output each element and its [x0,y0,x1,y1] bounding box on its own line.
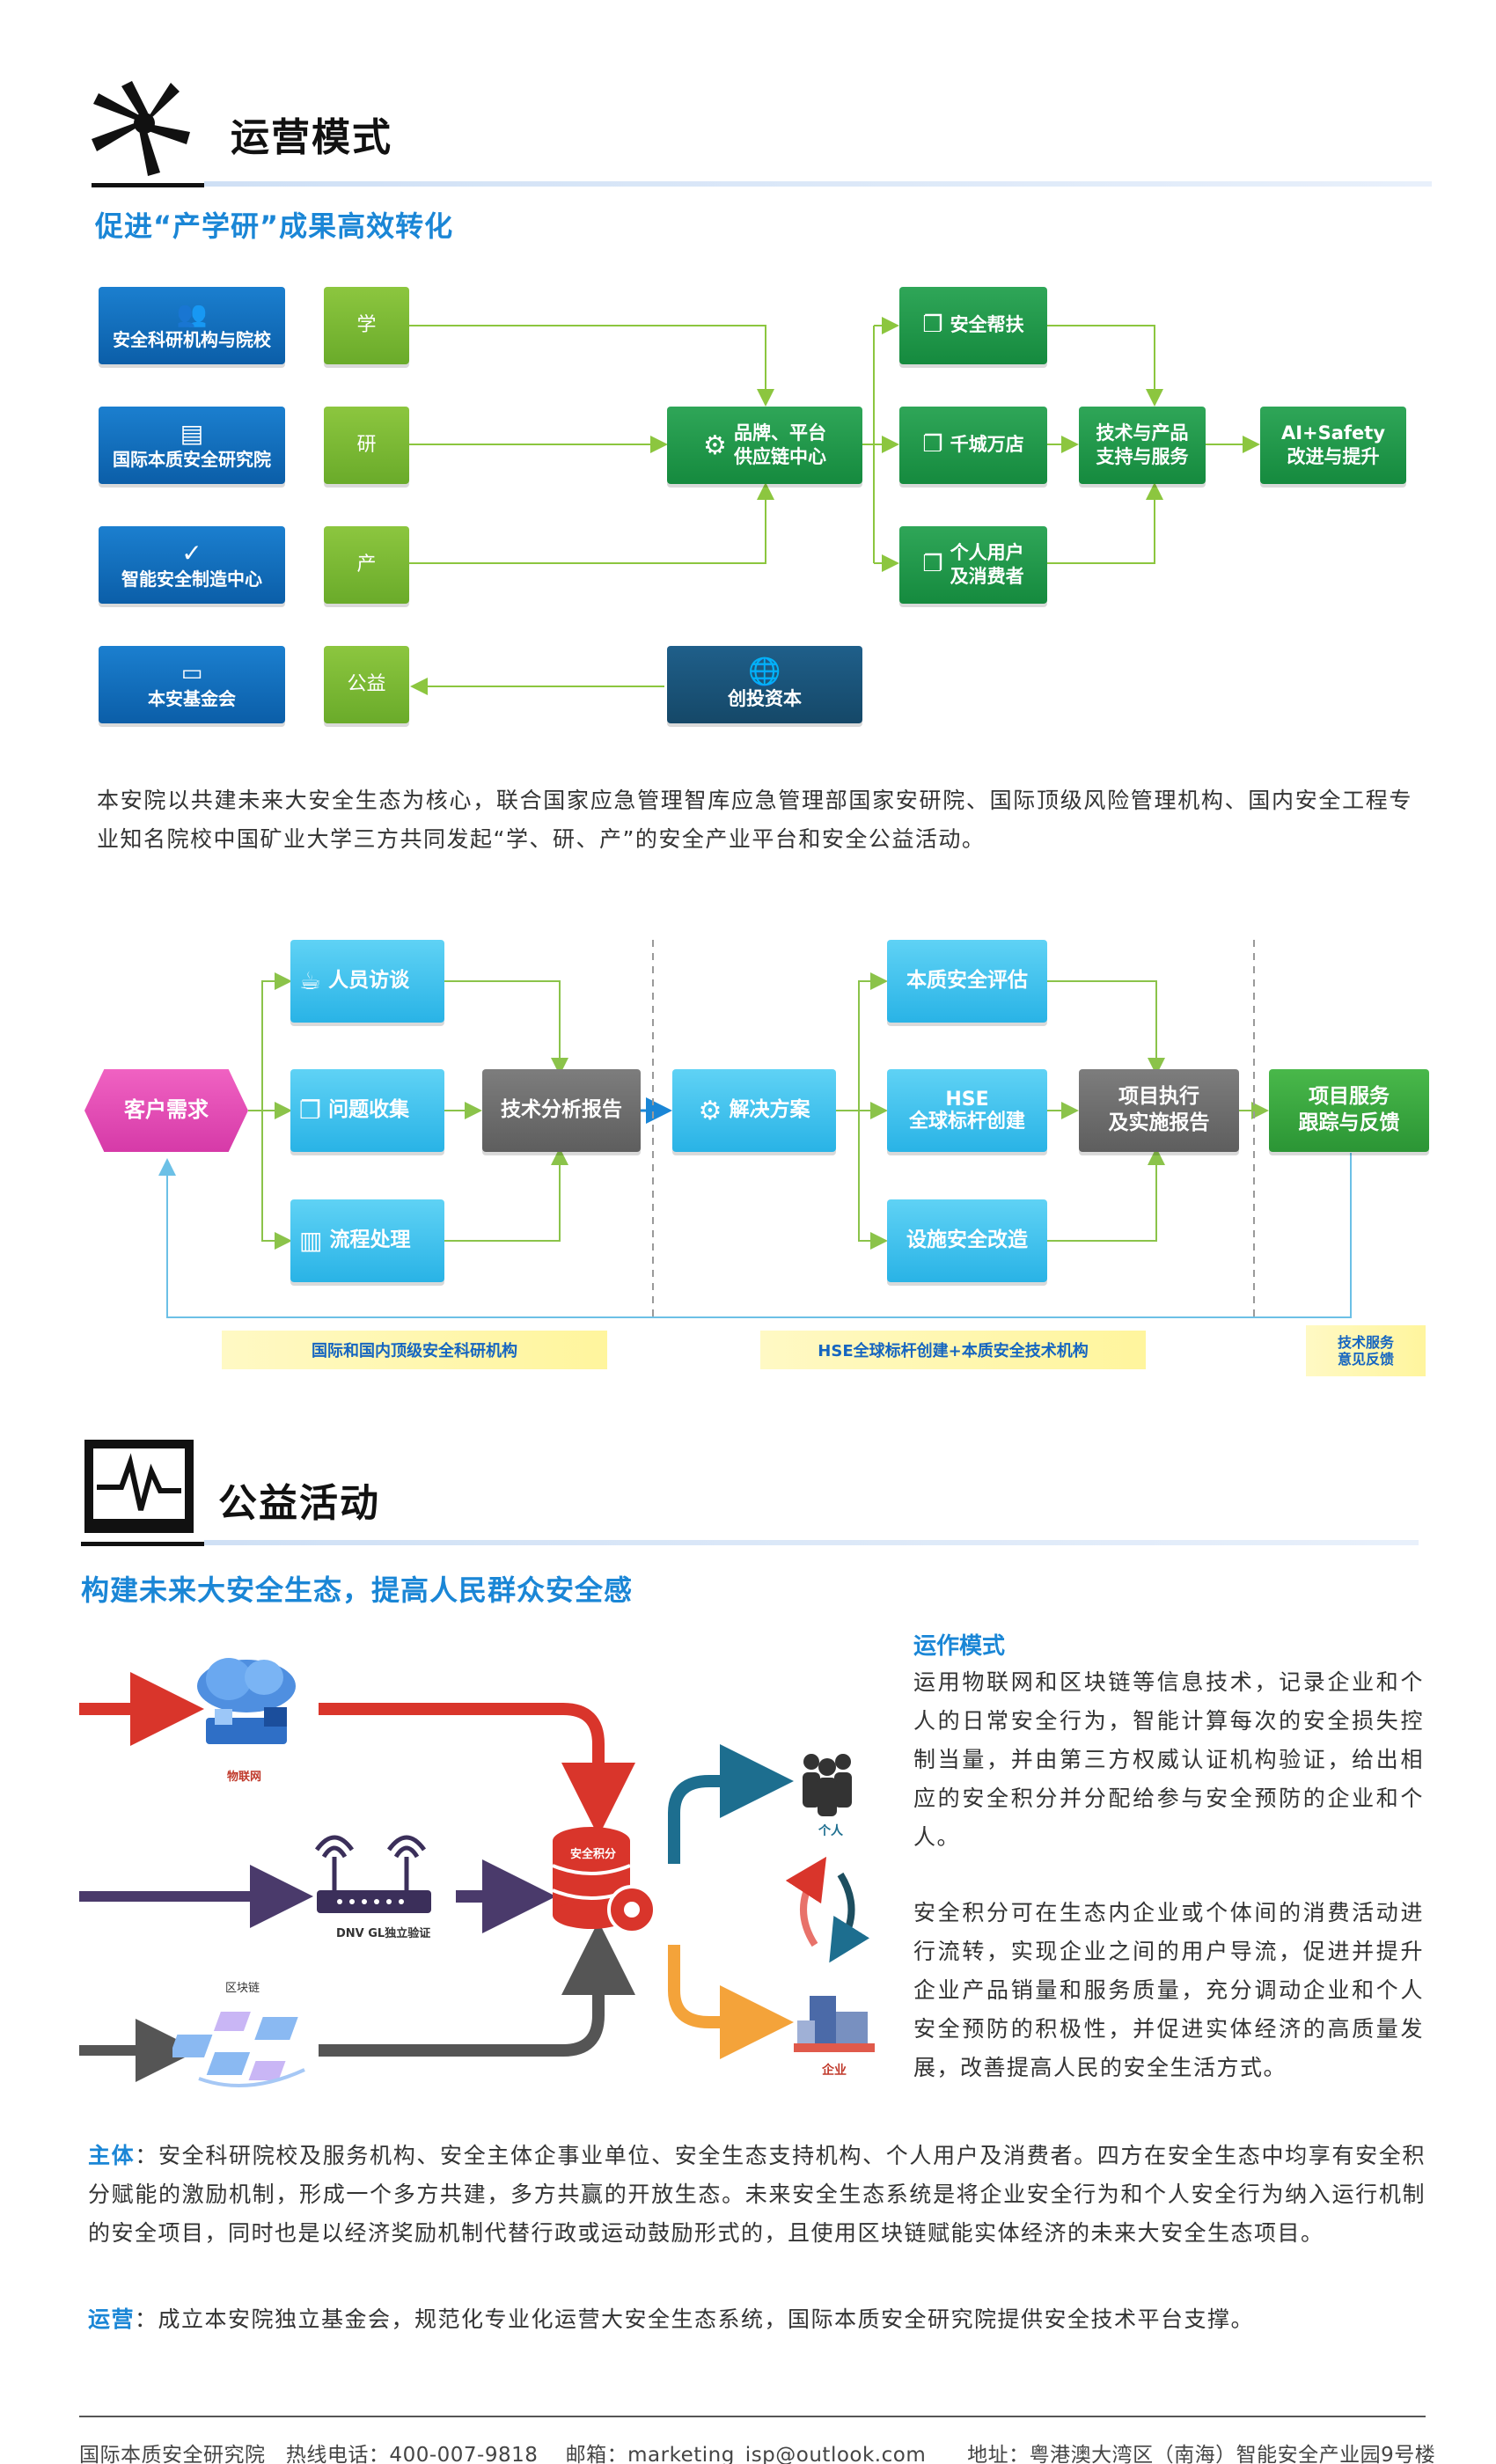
chart-icon: ▥ [299,1225,323,1255]
operations-paragraph: 运营：成立本安院独立基金会，规范化专业化运营大安全生态系统，国际本质安全研究院提… [88,2300,1426,2339]
operation-mode-title: 运作模式 [913,1633,1006,1660]
safety-points-label: 安全积分 [570,1848,617,1861]
produce-node: 产 [324,526,409,604]
footer-contact: 国际本质安全研究院 热线电话：400-007-9818 邮箱：marketing… [79,2444,1436,2464]
hse-strip: HSE全球标杆创建+本质安全技术机构 [760,1331,1146,1369]
learn-node: 学 [324,287,409,364]
subject-label: 主体 [88,2143,136,2168]
facility-upgrade-node: 设施安全改造 [887,1199,1047,1282]
node-label: 千城万店 [950,434,1024,456]
divider [81,1542,204,1546]
router-icon [308,1830,440,1927]
people-group-icon [792,1748,862,1818]
intrinsic-safety-institute-node: ▤ 国际本质安全研究院 [99,407,285,484]
node-label: 安全帮扶 [950,314,1024,336]
node-label: 人员访谈 [328,969,410,993]
process-handling-node: ▥ 流程处理 [290,1199,444,1282]
operation-mode-paragraph-2: 安全积分可在生态内企业或个体间的消费活动进行流转，实现企业之间的用户导流，促进并… [913,1900,1424,2080]
dnv-label: DNV GL独立验证 [336,1927,431,1940]
venture-capital-node: 🌐 创投资本 [667,646,862,723]
thousand-stores-node: ❐ 千城万店 [899,407,1047,484]
node-label: 创投资本 [728,688,802,710]
tech-support-node: 技术与产品 支持与服务 [1079,407,1206,484]
section-subtitle: 促进“产学研”成果高效转化 [95,209,454,243]
research-node: 研 [324,407,409,484]
foundation-node: ▭ 本安基金会 [99,646,285,723]
project-execution-node: 项目执行 及实施报告 [1079,1069,1239,1152]
hse-benchmark-node: HSE 全球标杆创建 [887,1069,1047,1152]
customer-demand-node: 客户需求 [84,1069,248,1152]
research-institutions-strip: 国际和国内顶级安全科研机构 [222,1331,607,1369]
subject-text: ：安全科研院校及服务机构、安全主体企事业单位、安全生态支持机构、个人用户及消费者… [88,2143,1426,2246]
section-title: 运营模式 [231,115,392,160]
consumers-node: ❐ 个人用户 及消费者 [899,526,1047,604]
research-institutions-node: 👥 安全科研机构与院校 [99,287,285,364]
safety-assist-node: ❐ 安全帮扶 [899,287,1047,364]
company-building-icon [792,1991,876,2056]
divider [204,181,1432,187]
iot-label: 物联网 [227,1771,262,1784]
intro-paragraph: 本安院以共建未来大安全生态为核心，联合国家应急管理智库应急管理部国家安研院、国际… [97,788,1412,852]
folder-icon: ▭ [180,660,203,686]
documents-icon: ❐ [922,551,943,578]
divider [204,1540,1419,1545]
smart-manufacturing-node: ✓ 智能安全制造中心 [99,526,285,604]
node-label: 解决方案 [729,1098,810,1122]
gear-icon: ⚙ [703,429,727,461]
node-label: 安全科研机构与院校 [113,329,271,350]
gear-icon: ⚙ [698,1095,722,1126]
divider [92,183,204,187]
node-label: 客户需求 [124,1097,209,1123]
node-label: 智能安全制造中心 [121,568,262,590]
feedback-strip: 技术服务 意见反馈 [1306,1325,1426,1376]
certificate-icon: ▤ [180,419,204,448]
section-title: 公益活动 [218,1481,380,1526]
project-service-node: 项目服务 跟踪与反馈 [1269,1069,1429,1152]
supply-chain-hub-node: ⚙ 品牌、平台 供应链中心 [667,407,862,484]
operation-mode-paragraph-1: 运用物联网和区块链等信息技术，记录企业和个人的日常安全行为，智能计算每次的安全损… [913,1669,1424,1850]
analysis-report-node: 技术分析报告 [482,1069,641,1152]
blockchain-icon [168,1999,322,2096]
footer-divider [79,2416,1426,2417]
section-subtitle: 构建未来大安全生态，提高人民群众安全感 [81,1573,634,1607]
hands-logo-icon [86,69,202,183]
people-group-icon: 👥 [176,299,208,328]
subject-paragraph: 主体：安全科研院校及服务机构、安全主体企事业单位、安全生态支持机构、个人用户及消… [88,2137,1426,2253]
shield-check-icon: ✓ [181,539,202,568]
intrinsic-assessment-node: 本质安全评估 [887,940,1047,1023]
problem-collection-node: ❐ 问题收集 [290,1069,444,1152]
interview-node: ☕ 人员访谈 [290,940,444,1023]
documents-icon: ❐ [299,1095,322,1125]
globe-icon: 🌐 [748,656,781,688]
documents-icon: ❐ [922,312,943,339]
node-label: 流程处理 [329,1228,411,1252]
solution-node: ⚙ 解决方案 [672,1069,836,1152]
operations-text: ：成立本安院独立基金会，规范化专业化运营大安全生态系统，国际本质安全研究院提供安… [135,2306,1255,2332]
blockchain-label: 区块链 [225,1982,260,1995]
node-label: 品牌、平台 供应链中心 [733,422,826,467]
node-label: 个人用户 及消费者 [950,541,1024,587]
operations-label: 运营 [88,2306,136,2332]
ai-safety-node: AI+Safety 改进与提升 [1260,407,1406,484]
coffee-cup-icon: ☕ [299,965,322,995]
node-label: 问题收集 [328,1098,410,1122]
heartbeat-monitor-icon [81,1436,197,1540]
database-gear-icon [546,1818,660,1941]
iot-cloud-icon [176,1647,317,1753]
company-label: 企业 [822,2064,847,2078]
node-label: 本安基金会 [148,688,236,709]
welfare-node: 公益 [324,646,409,723]
documents-icon: ❐ [922,431,943,458]
node-label: 国际本质安全研究院 [113,449,271,470]
person-label: 个人 [818,1824,843,1838]
